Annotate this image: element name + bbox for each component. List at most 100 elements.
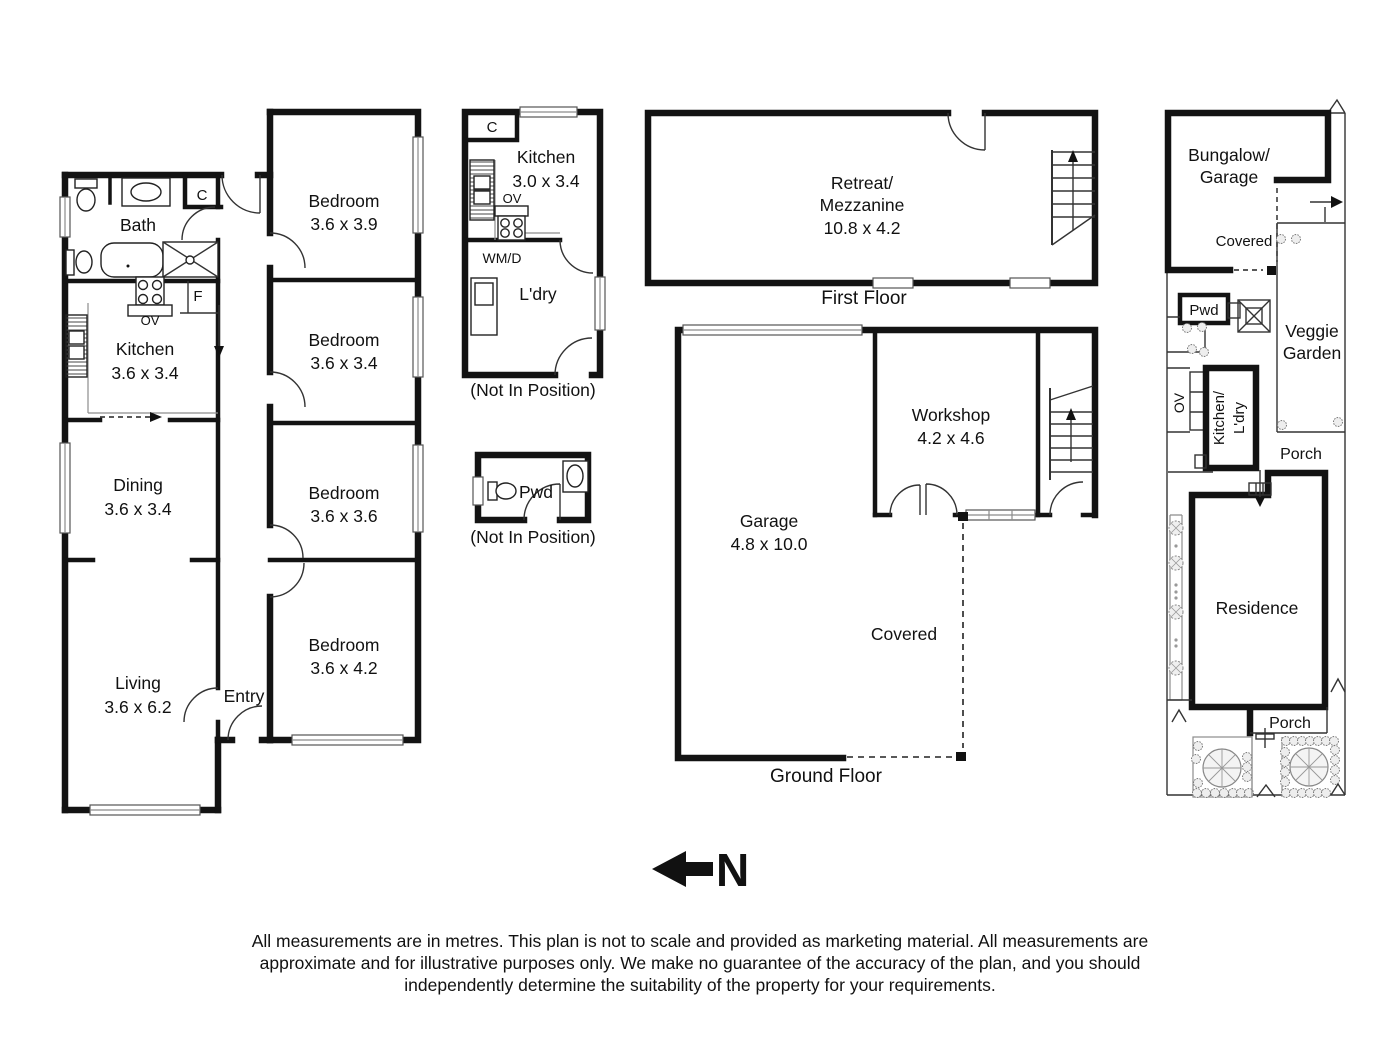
room-label-bedroom2: Bedroom <box>308 330 379 350</box>
north-arrow-icon <box>652 851 713 887</box>
not-in-position-note: (Not In Position) <box>470 527 595 547</box>
room-label-bath: Bath <box>120 215 156 235</box>
room-label-dining: Dining <box>113 475 163 495</box>
disclaimer-line-3: independently determine the suitability … <box>404 975 995 995</box>
powder-door <box>523 483 561 521</box>
window <box>1009 277 1051 289</box>
arrow-right-icon <box>150 412 162 422</box>
bungalow-label-1: Bungalow/ <box>1188 145 1270 165</box>
window <box>872 277 914 289</box>
room-dims-bedroom3: 3.6 x 3.6 <box>310 506 377 526</box>
disclaimer: All measurements are in metres. This pla… <box>252 931 1148 995</box>
washer-label: WM/D <box>483 250 522 266</box>
veggie-garden: Veggie Garden <box>1276 223 1345 433</box>
gate-icon <box>1330 677 1346 693</box>
fridge-icon <box>469 159 495 221</box>
floor-label-first: First Floor <box>821 288 907 309</box>
room-label-retreat-2: Mezzanine <box>820 195 905 215</box>
oven-label: OV <box>141 313 160 328</box>
residence: Residence Porch <box>1188 469 1329 748</box>
toilet-icon <box>65 249 93 276</box>
side-garden-strip <box>1167 514 1192 701</box>
main-house-labels: Bath C OV F Kitchen 3.6 x 3.4 Dining 3.6… <box>104 187 379 717</box>
window <box>472 476 484 506</box>
porch-front-label: Porch <box>1269 715 1311 732</box>
arrow-right-icon <box>1331 196 1343 208</box>
kitchen-laundry-label-2: L'dry <box>1231 401 1248 434</box>
toilet-icon <box>487 481 517 501</box>
detached-kitchen-fixtures <box>469 159 529 336</box>
north-label: N <box>716 844 749 896</box>
basin-icon <box>562 460 589 493</box>
covered-label: Covered <box>871 624 937 644</box>
room-dims-retreat: 10.8 x 4.2 <box>824 218 901 238</box>
entry-steps <box>1248 470 1272 507</box>
front-porch: Porch <box>1250 707 1328 748</box>
covered-label: Covered <box>1216 233 1273 250</box>
room-dims-bedroom4: 3.6 x 4.2 <box>310 658 377 678</box>
room-dims-kitchen: 3.6 x 3.4 <box>111 363 178 383</box>
front-garden <box>1191 736 1346 798</box>
room-label-laundry: L'dry <box>519 284 557 304</box>
site-plan: Bungalow/ Garage Covered Veggie Garden P… <box>1164 98 1346 798</box>
bungalow-garage: Bungalow/ Garage Covered <box>1164 109 1332 275</box>
room-label-garage: Garage <box>740 511 798 531</box>
staircase <box>1049 385 1094 480</box>
closet-label: C <box>197 187 208 204</box>
room-dims-kitchen2: 3.0 x 3.4 <box>512 171 579 191</box>
gate-icon <box>1171 708 1187 723</box>
site-boundary <box>1166 98 1346 796</box>
closet-label: C <box>487 119 498 136</box>
arrow-down-icon <box>1255 497 1265 507</box>
room-label-bedroom1: Bedroom <box>308 191 379 211</box>
oven-bench <box>494 205 529 217</box>
room-dims-bedroom1: 3.6 x 3.9 <box>310 214 377 234</box>
fridge-nook-label: F <box>193 288 202 305</box>
room-label-kitchen2: Kitchen <box>517 147 575 167</box>
north-indicator: N <box>652 844 749 896</box>
lobby-door <box>1049 481 1084 516</box>
porch-rear-label: Porch <box>1280 446 1322 463</box>
detached-kitchen-doors <box>554 239 594 376</box>
disclaimer-line-2: approximate and for illustrative purpose… <box>260 953 1141 973</box>
first-floor-walls <box>644 109 1099 287</box>
gate-icon <box>1256 783 1276 798</box>
room-label-bedroom4: Bedroom <box>308 635 379 655</box>
pwd-label: Pwd <box>1189 302 1218 319</box>
shower-icon <box>162 241 219 278</box>
not-in-position-note: (Not In Position) <box>470 380 595 400</box>
stove-icon <box>127 276 173 317</box>
fridge-icon <box>65 314 88 378</box>
stove-icon <box>497 215 526 241</box>
main-house-doors <box>181 174 306 741</box>
bungalow-label-2: Garage <box>1200 167 1258 187</box>
site-kitchen-laundry: OV Kitchen/ L'dry <box>1167 364 1260 473</box>
arrow-down-icon <box>214 346 224 358</box>
room-label-workshop: Workshop <box>912 405 990 425</box>
oven-label: OV <box>503 191 522 206</box>
skylight-icon <box>1237 299 1271 333</box>
first-floor-door <box>947 112 986 151</box>
detached-powder-room: Pwd (Not In Position) <box>470 451 596 547</box>
main-house: Bath C OV F Kitchen 3.6 x 3.4 Dining 3.6… <box>59 108 424 816</box>
room-dims-bedroom2: 3.6 x 3.4 <box>310 353 377 373</box>
room-dims-workshop: 4.2 x 4.6 <box>917 428 984 448</box>
vanity-basin-icon <box>121 177 171 207</box>
detached-kitchen-windows <box>519 106 606 331</box>
arrow-up-icon <box>1068 150 1078 162</box>
staircase <box>1051 150 1096 246</box>
covered-area-boundary <box>847 512 968 761</box>
driveway <box>1277 196 1345 224</box>
site-powder-room: Pwd <box>1167 292 1241 357</box>
room-label-bedroom3: Bedroom <box>308 483 379 503</box>
gate-icon <box>1327 98 1346 114</box>
room-label-entry: Entry <box>224 686 265 706</box>
toilet-icon <box>74 178 98 212</box>
room-dims-garage: 4.8 x 10.0 <box>731 534 808 554</box>
ground-floor-plan: Garage 4.8 x 10.0 Workshop 4.2 x 4.6 Cov… <box>674 324 1099 787</box>
veggie-label-1: Veggie <box>1285 321 1339 341</box>
residence-label: Residence <box>1216 598 1299 618</box>
gate-icon <box>1330 782 1346 796</box>
